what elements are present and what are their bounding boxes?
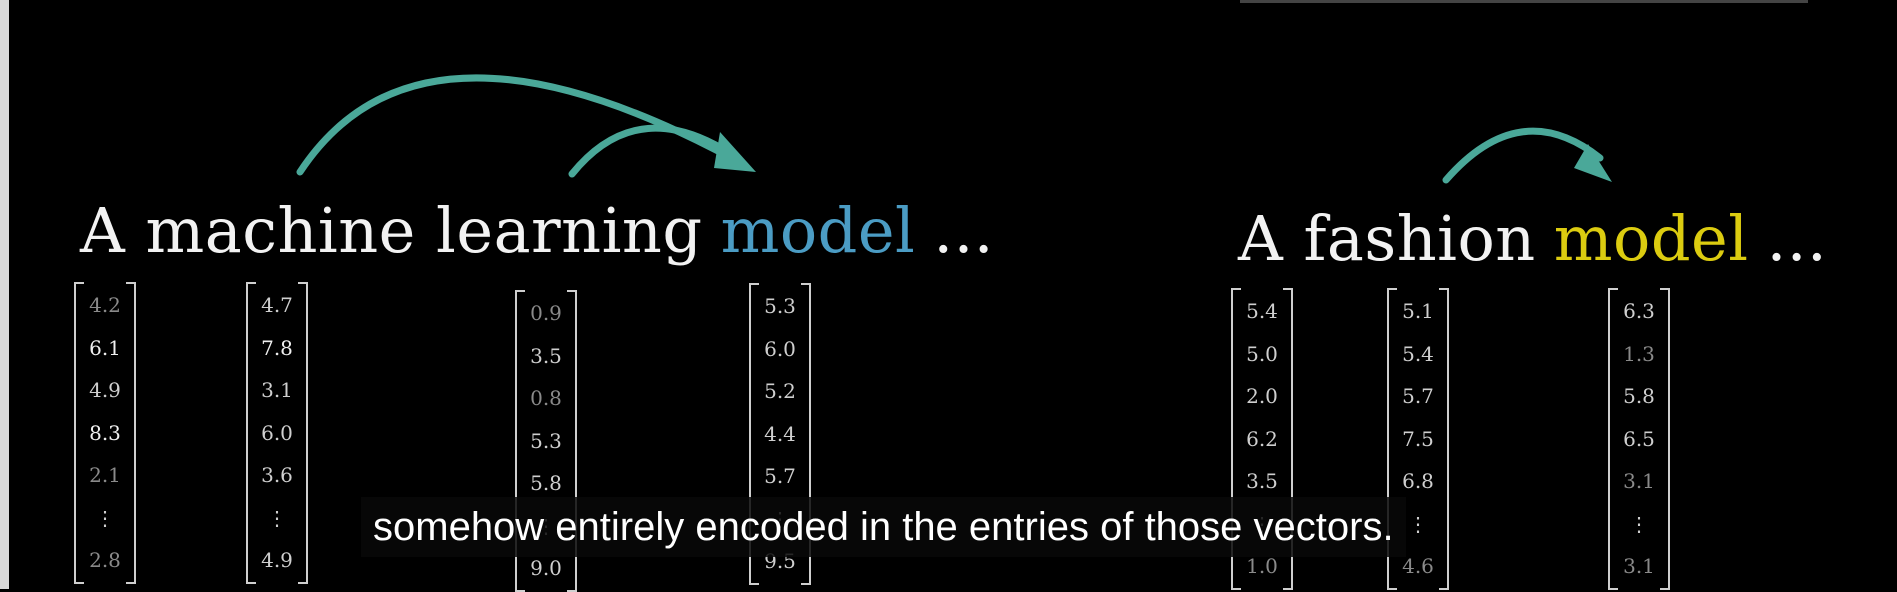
vector-entry: 3.1: [261, 378, 293, 402]
vector-entry: 5.8: [530, 471, 562, 495]
vector-entry: 6.1: [89, 335, 121, 360]
vector-right-1: 5.4 5.0 2.0 6.2 3.5 ⋮ 1.0: [1231, 288, 1293, 589]
vector-entry: 6.0: [261, 420, 293, 445]
vector-entry: 6.0: [764, 336, 796, 361]
vector-entry: 5.0: [1246, 341, 1278, 366]
vector-right-3: 6.3 1.3 5.8 6.5 3.1 ⋮ 3.1: [1608, 288, 1670, 589]
vector-entry: ⋮: [95, 505, 115, 530]
vector-entry: ⋮: [1629, 511, 1649, 536]
vector-entry: 5.2: [764, 379, 796, 403]
vector-entry: 1.3: [1623, 341, 1655, 366]
vector-entry: 3.5: [1246, 469, 1278, 493]
vector-entry: 3.6: [261, 463, 293, 487]
vector-entry: ⋮: [1408, 511, 1428, 536]
right-arrow-curve: [1442, 127, 1604, 184]
vector-left-1: 4.2 6.1 4.9 8.3 2.1 ⋮ 2.8: [74, 282, 136, 583]
vector-right-2: 5.1 5.4 5.7 7.5 6.8 ⋮ 4.6: [1387, 288, 1449, 589]
vector-entry: 7.8: [261, 335, 293, 360]
vector-entry: 3.1: [1623, 469, 1655, 493]
vector-entry: 3.5: [530, 343, 562, 368]
vector-entry: 2.0: [1246, 384, 1278, 408]
vector-entry: 4.2: [89, 293, 121, 317]
vector-entry: 5.4: [1402, 341, 1434, 366]
vector-entry: 5.1: [1402, 299, 1434, 323]
vector-entry: 0.9: [530, 301, 562, 325]
vector-entry: 6.3: [1623, 299, 1655, 323]
highlight-model-blue: model: [720, 194, 916, 267]
vector-entry: 4.7: [261, 293, 293, 317]
vector-entry: 5.3: [530, 428, 562, 453]
vector-entry: 5.7: [764, 464, 796, 488]
arrowhead-right: [1574, 144, 1612, 182]
vector-entry: 5.7: [1402, 384, 1434, 408]
vector-entry: 2.8: [89, 548, 121, 572]
vector-entry: 2.1: [89, 463, 121, 487]
vector-entry: 4.4: [764, 421, 796, 446]
vector-entry: 0.8: [530, 386, 562, 410]
vector-entry: ⋮: [267, 505, 287, 530]
highlight-model-yellow: model: [1553, 202, 1749, 275]
vector-entry: 5.3: [764, 294, 796, 318]
arrowhead-left: [714, 132, 756, 172]
vector-entry: 3.1: [1623, 554, 1655, 578]
vector-entry: 6.8: [1402, 469, 1434, 493]
vector-entry: 9.0: [530, 556, 562, 580]
vector-entry: 4.9: [89, 378, 121, 402]
vector-entry: 1.0: [1246, 554, 1278, 578]
window-left-edge: [0, 0, 9, 589]
vector-entry: 4.6: [1402, 554, 1434, 578]
short-arrow-curve: [568, 124, 744, 178]
long-arrow-curve: [296, 74, 739, 176]
vector-left-2: 4.7 7.8 3.1 6.0 3.6 ⋮ 4.9: [246, 282, 308, 583]
heading-ellipsis: ...: [933, 194, 995, 267]
vector-entry: 6.5: [1623, 426, 1655, 451]
vector-entry: 5.8: [1623, 384, 1655, 408]
vector-entry: 4.9: [261, 548, 293, 572]
vector-entry: 7.5: [1402, 426, 1434, 451]
heading-prefix: A fashion: [1238, 202, 1536, 275]
vector-entry: 5.4: [1246, 299, 1278, 323]
top-divider: [1240, 0, 1808, 3]
vector-entry: 8.3: [89, 420, 121, 445]
heading-ellipsis: ...: [1766, 202, 1828, 275]
heading-prefix: A machine learning: [80, 194, 703, 267]
subtitle-caption: somehow entirely encoded in the entries …: [361, 497, 1406, 557]
vector-entry: 6.2: [1246, 426, 1278, 451]
